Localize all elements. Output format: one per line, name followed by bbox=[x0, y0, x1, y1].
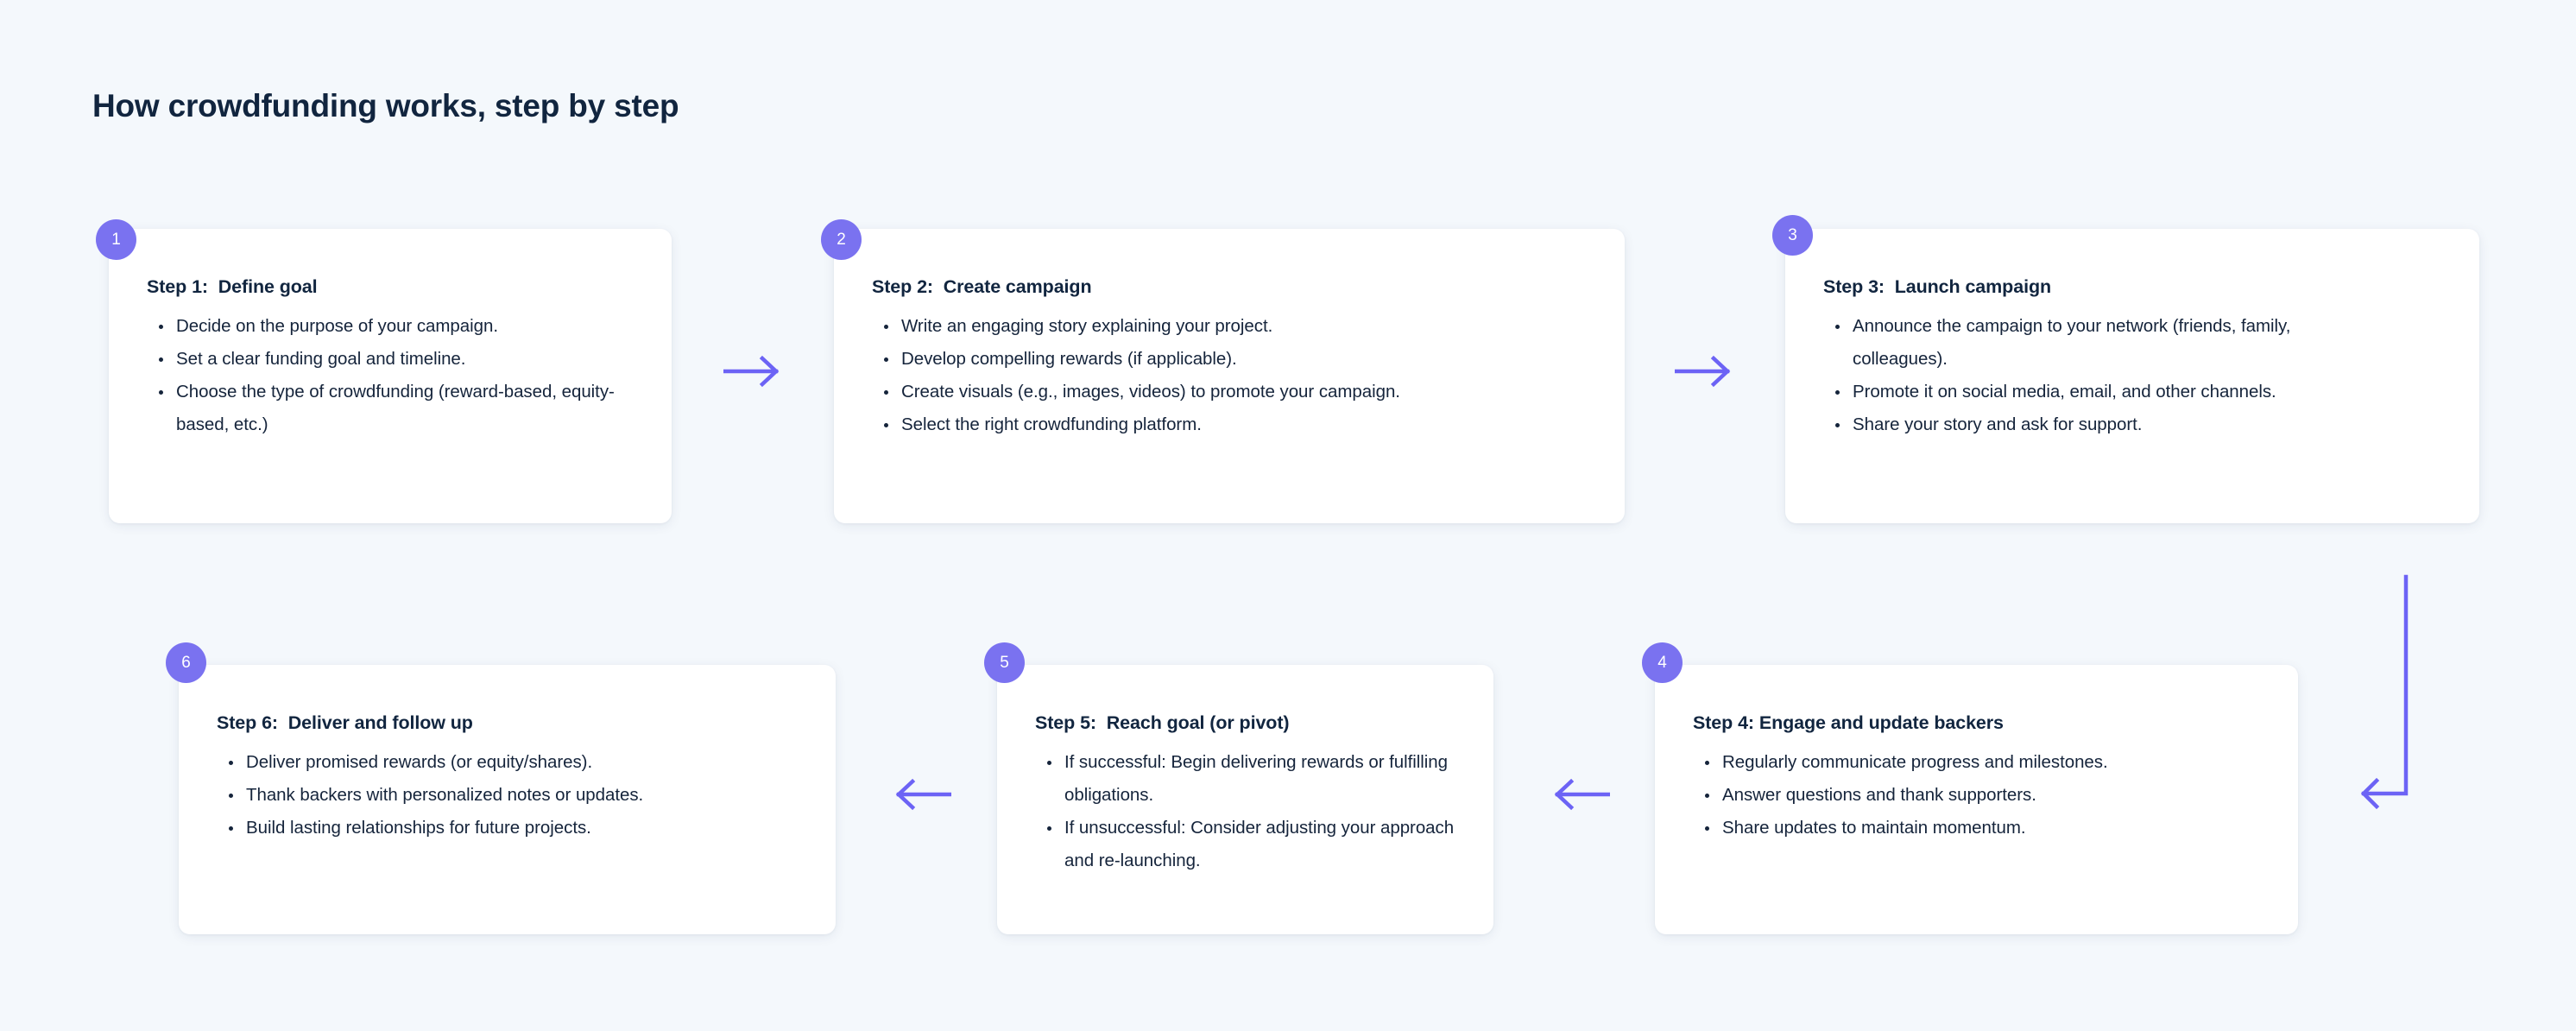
list-item: Regularly communicate progress and miles… bbox=[1705, 746, 2269, 779]
list-item: Share your story and ask for support. bbox=[1835, 408, 2332, 441]
list-item: Develop compelling rewards (if applicabl… bbox=[884, 343, 1595, 376]
list-item: Select the right crowdfunding platform. bbox=[884, 408, 1595, 441]
page-title: How crowdfunding works, step by step bbox=[92, 88, 679, 123]
arrow-step2-to-step3 bbox=[1674, 354, 1733, 389]
list-item: Announce the campaign to your network (f… bbox=[1835, 310, 2332, 376]
list-item: Set a clear funding goal and timeline. bbox=[159, 343, 642, 376]
step-card-2-title: Step 2: Create campaign bbox=[872, 276, 1092, 297]
step-card-3-bullets: Announce the campaign to your network (f… bbox=[1823, 310, 2332, 441]
elbow-step3-to-step4 bbox=[2346, 573, 2424, 815]
step-badge-5: 5 bbox=[984, 642, 1025, 683]
step-badge-3: 3 bbox=[1772, 215, 1813, 256]
step-card-2-body: Step 2: Create campaign Write an engagin… bbox=[834, 276, 1625, 441]
step-badge-1: 1 bbox=[96, 219, 136, 260]
step-card-5-bullets: If successful: Begin delivering rewards … bbox=[1035, 746, 1464, 877]
step-card-4: Step 4: Engage and update backers Regula… bbox=[1655, 665, 2298, 934]
list-item: Build lasting relationships for future p… bbox=[229, 812, 806, 844]
step-card-6-bullets: Deliver promised rewards (or equity/shar… bbox=[217, 746, 806, 844]
arrow-step5-to-step6 bbox=[893, 777, 952, 812]
list-item: Deliver promised rewards (or equity/shar… bbox=[229, 746, 806, 779]
list-item: Choose the type of crowdfunding (reward-… bbox=[159, 376, 642, 441]
step-card-6-title: Step 6: Deliver and follow up bbox=[217, 712, 473, 733]
list-item: Share updates to maintain momentum. bbox=[1705, 812, 2269, 844]
step-card-5: Step 5: Reach goal (or pivot) If success… bbox=[997, 665, 1493, 934]
step-badge-6: 6 bbox=[166, 642, 206, 683]
step-card-3-title: Step 3: Launch campaign bbox=[1823, 276, 2052, 297]
step-card-6: Step 6: Deliver and follow up Deliver pr… bbox=[179, 665, 836, 934]
arrow-step4-to-step5 bbox=[1551, 777, 1611, 812]
step-card-5-title: Step 5: Reach goal (or pivot) bbox=[1035, 712, 1290, 733]
step-card-4-bullets: Regularly communicate progress and miles… bbox=[1693, 746, 2269, 844]
list-item: Promote it on social media, email, and o… bbox=[1835, 376, 2332, 408]
list-item: If unsuccessful: Consider adjusting your… bbox=[1047, 812, 1464, 877]
step-card-2-bullets: Write an engaging story explaining your … bbox=[872, 310, 1595, 441]
step-card-2: Step 2: Create campaign Write an engagin… bbox=[834, 229, 1625, 523]
step-card-3-body: Step 3: Launch campaign Announce the cam… bbox=[1785, 276, 2479, 441]
step-card-3: Step 3: Launch campaign Announce the cam… bbox=[1785, 229, 2479, 523]
step-badge-4: 4 bbox=[1642, 642, 1683, 683]
step-badge-2: 2 bbox=[821, 219, 862, 260]
step-card-6-body: Step 6: Deliver and follow up Deliver pr… bbox=[179, 712, 836, 844]
list-item: Decide on the purpose of your campaign. bbox=[159, 310, 642, 343]
list-item: Create visuals (e.g., images, videos) to… bbox=[884, 376, 1595, 408]
list-item: Thank backers with personalized notes or… bbox=[229, 779, 806, 812]
step-card-1: Step 1: Define goal Decide on the purpos… bbox=[109, 229, 672, 523]
step-card-1-title: Step 1: Define goal bbox=[147, 276, 318, 297]
step-card-1-bullets: Decide on the purpose of your campaign. … bbox=[147, 310, 642, 441]
arrow-step1-to-step2 bbox=[723, 354, 782, 389]
list-item: If successful: Begin delivering rewards … bbox=[1047, 746, 1464, 812]
step-card-4-body: Step 4: Engage and update backers Regula… bbox=[1655, 712, 2298, 844]
step-card-4-title: Step 4: Engage and update backers bbox=[1693, 712, 2004, 733]
list-item: Answer questions and thank supporters. bbox=[1705, 779, 2269, 812]
step-card-1-body: Step 1: Define goal Decide on the purpos… bbox=[109, 276, 672, 441]
step-card-5-body: Step 5: Reach goal (or pivot) If success… bbox=[997, 712, 1493, 877]
list-item: Write an engaging story explaining your … bbox=[884, 310, 1595, 343]
